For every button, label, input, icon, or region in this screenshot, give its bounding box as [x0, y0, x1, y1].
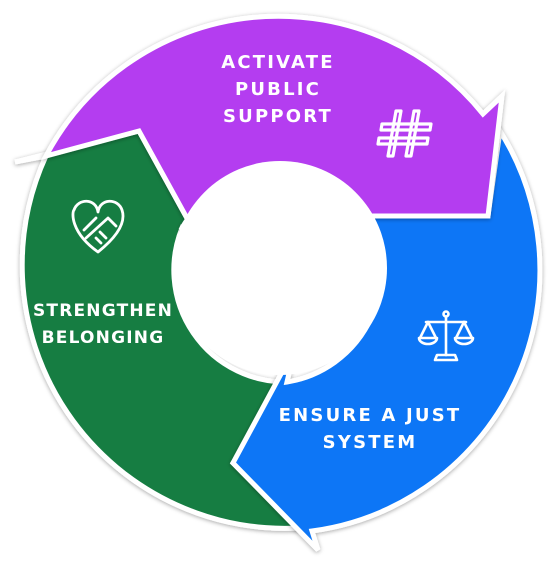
ensure-segment-label: ENSURE A JUST SYSTEM	[256, 402, 484, 456]
activate-segment-label: ACTIVATE PUBLIC SUPPORT	[178, 49, 378, 130]
strengthen-segment	[14, 128, 304, 531]
strengthen-segment-label: STRENGTHEN BELONGING	[18, 298, 188, 352]
center-hole	[173, 161, 387, 375]
strengthen-label-line-1: STRENGTHEN	[32, 301, 174, 321]
activate-label-line-3: SUPPORT	[223, 106, 333, 127]
hashtag-icon	[376, 109, 433, 158]
strengthen-label-line-2: BELONGING	[41, 328, 165, 348]
activate-label-line-2: PUBLIC	[234, 79, 322, 100]
heart-handshake-icon	[71, 199, 125, 254]
scales-of-justice-icon	[417, 310, 475, 362]
ensure-label-line-1: ENSURE A JUST	[278, 405, 462, 426]
ensure-label-line-2: SYSTEM	[322, 432, 418, 453]
activate-label-line-1: ACTIVATE	[221, 52, 335, 73]
